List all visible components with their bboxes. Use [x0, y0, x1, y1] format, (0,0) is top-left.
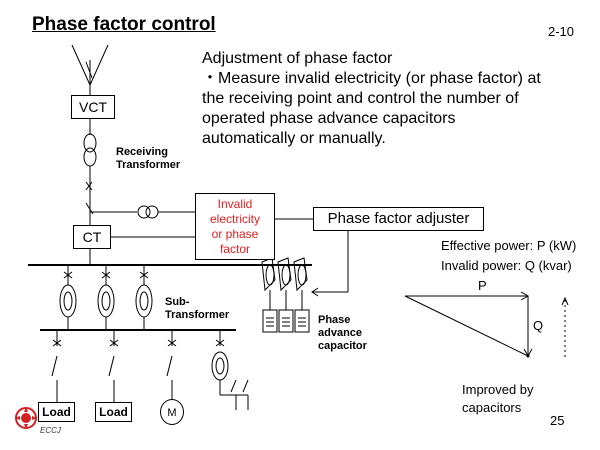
description-line: Adjustment of phase factor [202, 50, 393, 67]
description: Adjustment of phase factor ・Measure inva… [202, 49, 582, 149]
eccj-logo-icon [15, 407, 37, 429]
effective-power-label: Effective power: P (kW) [441, 238, 577, 253]
label-line: advance [318, 327, 363, 339]
page-number: 25 [550, 413, 565, 428]
sub-transformer-label: Sub- Transformer [165, 296, 229, 322]
invalid-electricity-box: Invalid electricity or phase factor [195, 193, 275, 260]
label-line: Invalid [217, 197, 253, 211]
motor-symbol: M [160, 399, 184, 425]
label-line: electricity [209, 212, 260, 226]
description-line: the receiving point and control the numb… [202, 90, 519, 107]
phase-advance-capacitor-label: Phase advance capacitor [318, 314, 367, 353]
description-line: automatically or manually. [202, 130, 386, 147]
label-line: Phase [318, 314, 351, 326]
label-line: capacitor [318, 340, 367, 352]
load-box: Load [38, 402, 75, 422]
p-label: P [478, 278, 487, 293]
vct-box: VCT [71, 95, 115, 119]
load-box: Load [95, 402, 132, 422]
label-line: Improved by [462, 382, 534, 397]
label-line: Transformer [116, 159, 181, 171]
label-line: Sub- [165, 296, 190, 308]
logo-text: ECCJ [40, 426, 61, 435]
label-line: capacitors [462, 400, 522, 415]
q-label: Q [533, 318, 544, 333]
ct-box: CT [73, 225, 111, 249]
label-line: factor [219, 242, 250, 256]
slide-code: 2-10 [548, 24, 575, 39]
description-line: operated phase advance capacitors [202, 110, 456, 127]
description-line: ・Measure invalid electricity (or phase f… [202, 70, 541, 87]
receiving-transformer-label: Receiving Transformer [116, 146, 180, 172]
page-title: Phase factor control [32, 14, 216, 35]
label-line: or phase [211, 227, 259, 241]
phase-factor-adjuster-box: Phase factor adjuster [313, 207, 484, 231]
invalid-power-label: Invalid power: Q (kvar) [441, 258, 572, 273]
improved-label: Improved by capacitors [462, 381, 572, 417]
label-line: Receiving [116, 146, 168, 158]
label-line: Transformer [165, 309, 230, 321]
